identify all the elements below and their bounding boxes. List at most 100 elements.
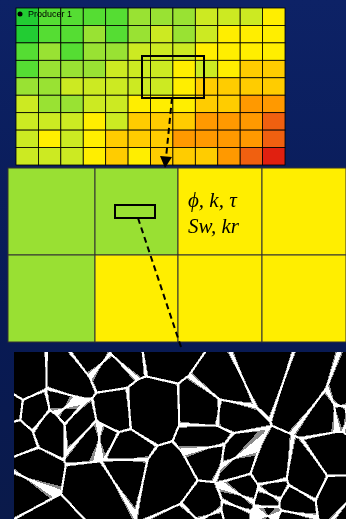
grid-cell bbox=[83, 113, 105, 130]
grid-cell bbox=[83, 60, 105, 77]
grid-cell bbox=[128, 130, 150, 147]
property-label: Sw, kr bbox=[188, 214, 239, 239]
grid-cell bbox=[173, 130, 195, 147]
grid-cell bbox=[95, 168, 178, 255]
grid-cell bbox=[263, 25, 285, 42]
grid-cell bbox=[240, 130, 262, 147]
grid-cell bbox=[151, 78, 173, 95]
grid-cell bbox=[106, 8, 128, 25]
grid-cell bbox=[106, 130, 128, 147]
grid-cell bbox=[263, 78, 285, 95]
grid-cell bbox=[83, 78, 105, 95]
grid-cell bbox=[218, 60, 240, 77]
grid-cell bbox=[106, 95, 128, 112]
grid-cell bbox=[218, 78, 240, 95]
grid-cell bbox=[218, 113, 240, 130]
grid-cell bbox=[128, 78, 150, 95]
grid-cell bbox=[263, 148, 285, 165]
grid-cell bbox=[173, 60, 195, 77]
grid-cell bbox=[61, 95, 83, 112]
grid-cell bbox=[83, 130, 105, 147]
grid-cell bbox=[83, 148, 105, 165]
grid-cell bbox=[61, 25, 83, 42]
dashed-arrow bbox=[166, 98, 172, 158]
grid-cell bbox=[38, 25, 60, 42]
grid-cell bbox=[61, 60, 83, 77]
grid-cell bbox=[16, 43, 38, 60]
grid-cell bbox=[195, 25, 217, 42]
grid-cell bbox=[218, 8, 240, 25]
grid-cell bbox=[16, 130, 38, 147]
grid-cell bbox=[151, 25, 173, 42]
grid-cell bbox=[16, 25, 38, 42]
grid-cell bbox=[263, 43, 285, 60]
grid-cell bbox=[263, 130, 285, 147]
grid-cell bbox=[83, 8, 105, 25]
grid-cell bbox=[195, 78, 217, 95]
grid-cell bbox=[128, 60, 150, 77]
grid-cell bbox=[106, 60, 128, 77]
grid-cell bbox=[218, 130, 240, 147]
grid-cell bbox=[83, 43, 105, 60]
grid-cell bbox=[16, 148, 38, 165]
grid-cell bbox=[262, 168, 346, 255]
grid-cell bbox=[195, 113, 217, 130]
grid-cell bbox=[83, 95, 105, 112]
grid-cell bbox=[83, 25, 105, 42]
zoom-box bbox=[142, 56, 204, 98]
grid-cell bbox=[240, 60, 262, 77]
grid-cell bbox=[128, 113, 150, 130]
grid-cell bbox=[218, 148, 240, 165]
grid-cell bbox=[218, 25, 240, 42]
grid-cell bbox=[151, 43, 173, 60]
arrow-head bbox=[160, 156, 172, 168]
grid-cell bbox=[38, 148, 60, 165]
grid-cell bbox=[173, 43, 195, 60]
grid-cell bbox=[195, 130, 217, 147]
grid-cell bbox=[173, 78, 195, 95]
grid-cell bbox=[38, 130, 60, 147]
grid-cell bbox=[151, 60, 173, 77]
zoom-box bbox=[115, 205, 155, 218]
grid-cell bbox=[8, 255, 95, 342]
grid-cell bbox=[151, 8, 173, 25]
grid-cell bbox=[128, 43, 150, 60]
grid-cell bbox=[195, 43, 217, 60]
grid-cell bbox=[151, 130, 173, 147]
grid-cell bbox=[38, 95, 60, 112]
grid-cell bbox=[61, 113, 83, 130]
grid-cell bbox=[61, 148, 83, 165]
pore-network-image bbox=[14, 352, 346, 519]
grid-cell bbox=[128, 25, 150, 42]
grid-cell bbox=[128, 8, 150, 25]
grid-cell bbox=[218, 95, 240, 112]
grid-cell bbox=[263, 113, 285, 130]
grid-cell bbox=[38, 78, 60, 95]
grid-cell bbox=[173, 25, 195, 42]
grid-cell bbox=[61, 43, 83, 60]
grid-map bbox=[16, 8, 285, 165]
grid-cell bbox=[240, 8, 262, 25]
grid-cell bbox=[106, 25, 128, 42]
grid-cell bbox=[240, 113, 262, 130]
grid-cell bbox=[262, 255, 346, 342]
grid-cell bbox=[173, 8, 195, 25]
well-label: Producer 1 bbox=[28, 9, 72, 19]
grid-cell bbox=[106, 113, 128, 130]
grid-cell bbox=[263, 8, 285, 25]
grid-cell bbox=[240, 25, 262, 42]
grid-cell bbox=[16, 78, 38, 95]
grid-cell bbox=[16, 95, 38, 112]
grid-cell bbox=[218, 43, 240, 60]
grid-cell bbox=[38, 43, 60, 60]
grid-cell bbox=[195, 60, 217, 77]
grid-cell bbox=[240, 148, 262, 165]
grid-cell bbox=[173, 148, 195, 165]
grid-cell bbox=[38, 113, 60, 130]
grid-cell bbox=[106, 148, 128, 165]
grid-cell bbox=[263, 95, 285, 112]
grid-cell bbox=[16, 60, 38, 77]
grid-cell bbox=[240, 78, 262, 95]
dashed-line bbox=[138, 218, 182, 350]
grid-cell bbox=[16, 113, 38, 130]
